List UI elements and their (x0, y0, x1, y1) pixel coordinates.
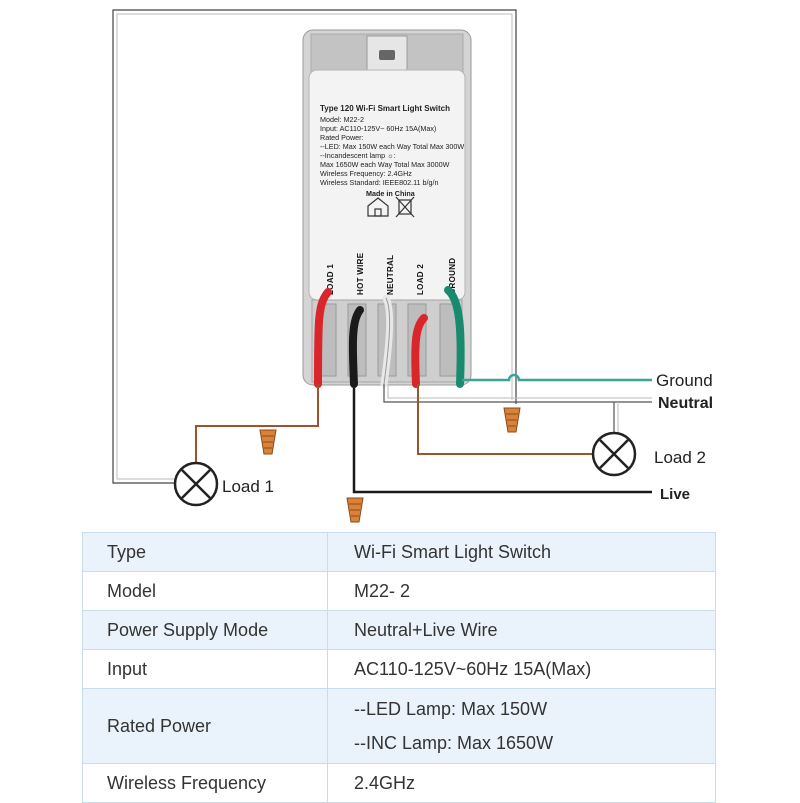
indoor-use-icon (367, 197, 389, 217)
weee-bin-icon (395, 196, 415, 218)
hot-wire-black (348, 306, 364, 388)
device-spec-line: --LED: Max 150W each Way Total Max 300W (320, 142, 464, 151)
device-spec-line: Wireless Standard: IEEE802.11 b/g/n (320, 178, 439, 187)
ground-line (462, 373, 652, 382)
load1-label: Load 1 (222, 477, 274, 496)
made-in-label: Made in China (366, 189, 416, 198)
device-title: Type 120 Wi-Fi Smart Light Switch (320, 104, 450, 113)
ground-label: Ground (656, 371, 713, 390)
spec-value-cell: --LED Lamp: Max 150W --INC Lamp: Max 165… (327, 688, 716, 764)
spec-label: Power Supply Mode (82, 610, 328, 650)
live-line (352, 384, 652, 494)
spec-table: Type Wi-Fi Smart Light Switch Model M22-… (82, 532, 716, 803)
neutral-loop-wire-inner (116, 13, 513, 480)
load2-lamp-icon (591, 431, 637, 477)
load2-label: Load 2 (654, 448, 706, 467)
ground-wire-green (444, 286, 465, 388)
wiring-diagram: Type 120 Wi-Fi Smart Light Switch Model:… (112, 9, 713, 523)
wire-nut-icon (346, 497, 364, 523)
device-spec-line: Model: M22-2 (320, 115, 364, 124)
wire-nut-icon (503, 407, 521, 433)
neutral-wire-white-edge (383, 297, 391, 385)
device-spec-line: --Incandescent lamp ☼: (320, 151, 396, 160)
neutral-label: Neutral (658, 395, 713, 412)
spec-label: Wireless Frequency (82, 763, 328, 803)
spec-value: --LED Lamp: Max 150W (354, 699, 548, 719)
load1-lamp-icon (173, 461, 219, 507)
table-row: Wireless Frequency 2.4GHz (82, 763, 716, 803)
terminal-label-hot-wire: HOT WIRE (356, 252, 365, 295)
neutral-line-inner (387, 386, 652, 399)
device-spec-line: Rated Power: (320, 133, 364, 142)
load2-wire-red (411, 314, 428, 388)
terminal-label-load1: LOAD 1 (326, 264, 335, 295)
spec-label: Type (82, 532, 328, 572)
load1-wire-red (314, 288, 332, 388)
terminal-label-neutral: NEUTRAL (386, 255, 395, 295)
load1-brown-wire (195, 384, 319, 462)
spec-value: AC110-125V~60Hz 15A(Max) (327, 649, 716, 689)
terminal-label-ground: GROUND (448, 258, 457, 295)
spec-value: Wi-Fi Smart Light Switch (327, 532, 716, 572)
load2-brown-wire (417, 384, 592, 455)
table-row: Rated Power --LED Lamp: Max 150W --INC L… (82, 688, 716, 764)
terminal-label-load2: LOAD 2 (416, 264, 425, 295)
table-row: Model M22- 2 (82, 571, 716, 611)
neutral-loop-wire (112, 9, 517, 484)
table-row: Input AC110-125V~60Hz 15A(Max) (82, 649, 716, 689)
neutral-line (383, 384, 652, 403)
table-row: Power Supply Mode Neutral+Live Wire (82, 610, 716, 650)
wire-nut-icon (259, 429, 277, 455)
spec-label: Model (82, 571, 328, 611)
spec-label: Rated Power (82, 688, 328, 764)
device-spec-line: Input: AC110-125V~ 60Hz 15A(Max) (320, 124, 436, 133)
live-label: Live (660, 486, 690, 503)
table-row: Type Wi-Fi Smart Light Switch (82, 532, 716, 572)
spec-value: Neutral+Live Wire (327, 610, 716, 650)
device-spec-line: Wireless Frequency: 2.4GHz (320, 169, 412, 178)
spec-value: 2.4GHz (327, 763, 716, 803)
spec-value: M22- 2 (327, 571, 716, 611)
spec-label: Input (82, 649, 328, 689)
device-spec-line: Max 1650W each Way Total Max 3000W (320, 160, 450, 169)
spec-value: --INC Lamp: Max 1650W (354, 733, 554, 753)
